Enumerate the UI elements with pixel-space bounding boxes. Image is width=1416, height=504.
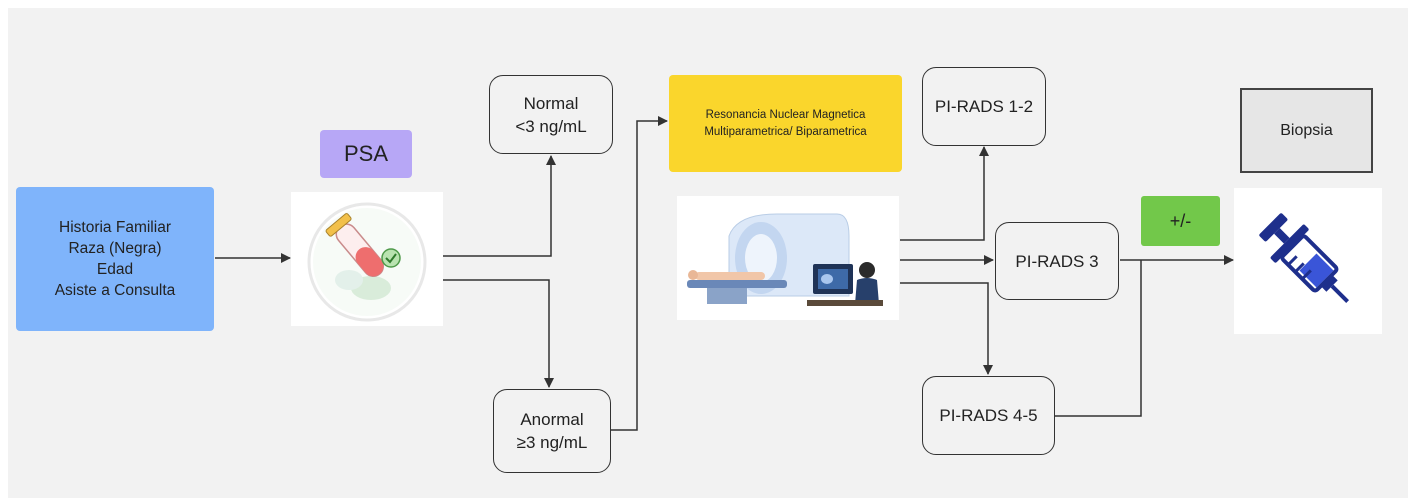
syringe-image-card bbox=[1234, 188, 1382, 334]
anormal-node: Anormal ≥3 ng/mL bbox=[493, 389, 611, 473]
biopsia-node: Biopsia bbox=[1240, 88, 1373, 173]
arrow-anormal-to-rnm bbox=[611, 116, 668, 431]
arrow-mri-to-pirads45 bbox=[900, 282, 993, 375]
plus-minus-badge: +/- bbox=[1141, 196, 1220, 246]
arrow-psa-to-normal bbox=[443, 155, 556, 257]
test-tube-icon bbox=[307, 202, 427, 322]
rnm-node: Resonancia Nuclear Magnetica Multiparame… bbox=[669, 75, 902, 172]
mri-image-card bbox=[677, 196, 899, 320]
pirads-3-node: PI-RADS 3 bbox=[995, 222, 1119, 300]
syringe-icon bbox=[1259, 213, 1350, 304]
connector-pirads45-to-biopsy bbox=[1055, 260, 1142, 417]
arrow-mri-to-pirads12 bbox=[900, 146, 989, 241]
mri-scanner-icon bbox=[687, 213, 883, 306]
psa-label: PSA bbox=[320, 130, 412, 178]
history-node: Historia Familiar Raza (Negra) Edad Asis… bbox=[16, 187, 214, 331]
psa-image-card bbox=[291, 192, 443, 326]
pirads-4-5-node: PI-RADS 4-5 bbox=[922, 376, 1055, 455]
pirads-1-2-node: PI-RADS 1-2 bbox=[922, 67, 1046, 146]
normal-node: Normal <3 ng/mL bbox=[489, 75, 613, 154]
arrow-psa-to-anormal bbox=[443, 279, 554, 388]
